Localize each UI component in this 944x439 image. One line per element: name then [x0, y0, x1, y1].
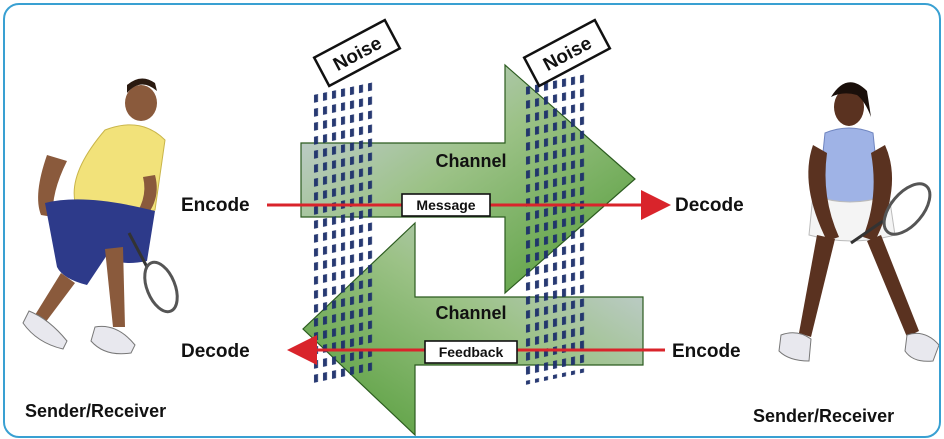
feedback-label: Feedback [439, 344, 504, 360]
noise-dashes-right [525, 73, 587, 385]
decode-left-label: Decode [181, 341, 250, 362]
noise-sign-right: Noise [522, 18, 612, 88]
female-tennis-player-icon [778, 82, 939, 362]
message-label: Message [416, 197, 475, 213]
male-tennis-player-icon [22, 78, 179, 355]
channel-bottom-label: Channel [435, 303, 506, 323]
encode-left-label: Encode [181, 195, 250, 216]
noise-dashes-left [313, 82, 373, 385]
sender-receiver-left-label: Sender/Receiver [25, 401, 166, 421]
encode-right-label: Encode [672, 341, 741, 362]
message-box [401, 193, 491, 217]
decode-right-label: Decode [675, 195, 744, 216]
communication-model-diagram: Channel Channel Message Feedback Encode … [22, 18, 939, 436]
diagram-frame: Channel Channel Message Feedback Encode … [3, 3, 941, 438]
feedback-box [424, 340, 518, 364]
sender-receiver-right-label: Sender/Receiver [753, 406, 894, 426]
channel-top-label: Channel [435, 151, 506, 171]
feedback-channel-arrow [302, 221, 644, 436]
noise-sign-left: Noise [312, 18, 402, 88]
